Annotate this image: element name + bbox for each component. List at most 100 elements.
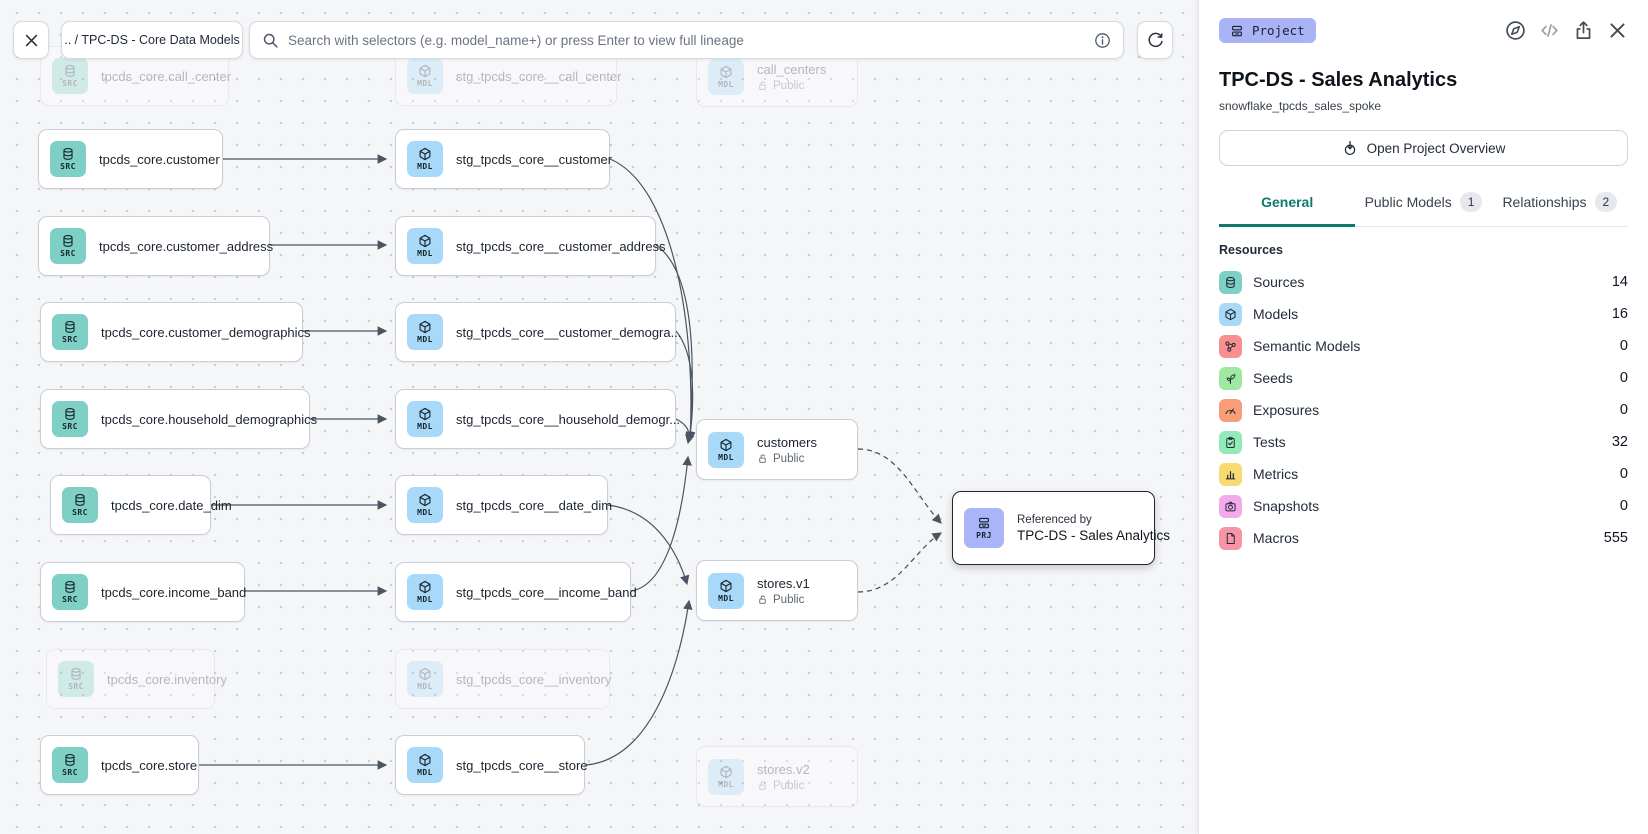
project-badge: Project <box>1219 18 1316 43</box>
resource-row-metrics[interactable]: Metrics 0 <box>1219 458 1628 490</box>
lineage-node-stg-inventory[interactable]: MDL stg_tpcds_core__inventory <box>395 649 611 709</box>
node-text: stores.v2 Public <box>757 761 810 792</box>
resource-row-seeds[interactable]: Seeds 0 <box>1219 362 1628 394</box>
model-type-icon: MDL <box>407 141 443 177</box>
lineage-canvas[interactable]: SRC tpcds_core.call_center MDL stg_tpcds… <box>0 0 1198 834</box>
close-lineage-button[interactable] <box>13 21 49 59</box>
lineage-node-stg-customer-demographics[interactable]: MDL stg_tpcds_core__customer_demogra... <box>395 302 681 362</box>
lineage-node-src-customer-demographics[interactable]: SRC tpcds_core.customer_demographics <box>40 302 311 362</box>
node-text: stores.v1 Public <box>757 575 810 606</box>
tab-count-badge: 1 <box>1459 192 1483 212</box>
source-type-icon: SRC <box>62 487 98 523</box>
clipboard-check-icon <box>1219 430 1242 454</box>
explore-compass-icon[interactable] <box>1505 20 1526 41</box>
close-panel-icon[interactable] <box>1607 20 1628 41</box>
model-type-icon: MDL <box>407 228 443 264</box>
lineage-node-stg-customer-address[interactable]: MDL stg_tpcds_core__customer_address <box>395 216 666 276</box>
graph-icon <box>1219 334 1242 358</box>
tab-count-badge: 2 <box>1594 192 1618 212</box>
resource-count: 0 <box>1619 338 1628 354</box>
lock-open-icon <box>759 454 766 463</box>
source-type-icon: SRC <box>52 401 88 437</box>
resource-row-exposures[interactable]: Exposures 0 <box>1219 394 1628 426</box>
resource-count: 0 <box>1619 466 1628 482</box>
model-type-icon: MDL <box>407 661 443 697</box>
document-icon <box>1219 526 1242 550</box>
resource-count: 555 <box>1603 530 1628 546</box>
source-type-icon: SRC <box>52 574 88 610</box>
tab-public-models[interactable]: Public Models 1 <box>1355 188 1491 227</box>
model-type-icon: MDL <box>708 572 744 609</box>
resource-count: 0 <box>1619 370 1628 386</box>
share-icon[interactable] <box>1573 20 1594 41</box>
lineage-node-stores-v2[interactable]: MDL stores.v2 Public <box>696 746 858 807</box>
search-input[interactable] <box>288 32 1085 48</box>
lineage-node-src-customer-address[interactable]: SRC tpcds_core.customer_address <box>38 216 273 276</box>
project-schema-subtitle: snowflake_tpcds_sales_spoke <box>1219 99 1382 113</box>
breadcrumb[interactable]: .. / TPC-DS - Core Data Models <box>61 21 243 59</box>
search-bar <box>249 21 1124 59</box>
lock-open-icon <box>759 595 766 604</box>
source-type-icon: SRC <box>52 747 88 783</box>
lineage-node-src-household-demographics[interactable]: SRC tpcds_core.household_demographics <box>40 389 317 449</box>
lineage-node-src-date-dim[interactable]: SRC tpcds_core.date_dim <box>50 475 232 535</box>
source-type-icon: SRC <box>52 314 88 350</box>
resource-row-macros[interactable]: Macros 555 <box>1219 522 1628 554</box>
model-type-icon: MDL <box>708 758 744 795</box>
model-type-icon: MDL <box>708 58 744 95</box>
open-project-overview-button[interactable]: Open Project Overview <box>1219 130 1628 166</box>
overview-icon <box>1344 140 1355 156</box>
tab-general[interactable]: General <box>1219 188 1356 227</box>
lineage-node-stg-store[interactable]: MDL stg_tpcds_core__store <box>395 735 588 795</box>
panel-header: Project <box>1219 18 1628 43</box>
tab-relationships[interactable]: Relationships 2 <box>1492 188 1628 227</box>
lineage-node-stores-v1[interactable]: MDL stores.v1 Public <box>696 560 858 621</box>
resource-row-tests[interactable]: Tests 32 <box>1219 426 1628 458</box>
resource-count: 0 <box>1619 402 1628 418</box>
model-type-icon: MDL <box>407 487 443 523</box>
resource-row-semantic-models[interactable]: Semantic Models 0 <box>1219 330 1628 362</box>
panel-tabs: General Public Models 1 Relationships 2 <box>1219 188 1628 227</box>
model-type-icon: MDL <box>407 58 443 94</box>
lineage-node-src-income-band[interactable]: SRC tpcds_core.income_band <box>40 562 246 622</box>
project-type-icon: PRJ <box>964 508 1004 548</box>
access-row: Public <box>757 80 826 92</box>
project-detail-panel: Project TPC-DS - Sales Analytics snowfla… <box>1198 0 1648 834</box>
lineage-node-stg-income-band[interactable]: MDL stg_tpcds_core__income_band <box>395 562 637 622</box>
source-type-icon: SRC <box>50 141 86 177</box>
model-type-icon: MDL <box>407 314 443 350</box>
refresh-button[interactable] <box>1137 21 1173 59</box>
resource-row-sources[interactable]: Sources 14 <box>1219 266 1628 298</box>
access-row: Public <box>757 453 817 465</box>
refresh-icon <box>1147 32 1163 47</box>
close-icon <box>25 34 37 46</box>
page-title: TPC-DS - Sales Analytics <box>1219 69 1458 91</box>
lineage-node-src-inventory[interactable]: SRC tpcds_core.inventory <box>46 649 227 709</box>
resource-row-snapshots[interactable]: Snapshots 0 <box>1219 490 1628 522</box>
search-icon <box>263 33 278 48</box>
source-type-icon: SRC <box>50 228 86 264</box>
lock-open-icon <box>759 781 766 790</box>
node-text: customers Public <box>757 434 817 465</box>
code-icon[interactable] <box>1539 20 1560 41</box>
source-type-icon: SRC <box>52 58 88 94</box>
lineage-node-customers[interactable]: MDL customers Public <box>696 419 858 480</box>
resources-list: Sources 14 Models 16 Semantic Models 0 S… <box>1219 266 1628 554</box>
seedling-icon <box>1219 366 1242 390</box>
lineage-node-stg-household-demographics[interactable]: MDL stg_tpcds_core__household_demogr... <box>395 389 680 449</box>
panel-actions <box>1505 20 1628 41</box>
lineage-node-stg-customer[interactable]: MDL stg_tpcds_core__customer <box>395 129 612 189</box>
lineage-node-stg-date-dim[interactable]: MDL stg_tpcds_core__date_dim <box>395 475 612 535</box>
resource-count: 32 <box>1611 434 1628 450</box>
project-icon <box>1232 25 1242 36</box>
lineage-node-src-store[interactable]: SRC tpcds_core.store <box>40 735 199 795</box>
lineage-node-src-customer[interactable]: SRC tpcds_core.customer <box>38 129 223 189</box>
gauge-icon <box>1219 398 1242 422</box>
info-icon[interactable] <box>1094 32 1111 49</box>
bar-chart-icon <box>1219 462 1242 486</box>
resources-header: Resources <box>1219 243 1283 257</box>
resource-row-models[interactable]: Models 16 <box>1219 298 1628 330</box>
model-type-icon: MDL <box>407 401 443 437</box>
source-type-icon: SRC <box>58 661 94 697</box>
lineage-node-referenced-project[interactable]: PRJ Referenced by TPC-DS - Sales Analyti… <box>952 491 1170 565</box>
